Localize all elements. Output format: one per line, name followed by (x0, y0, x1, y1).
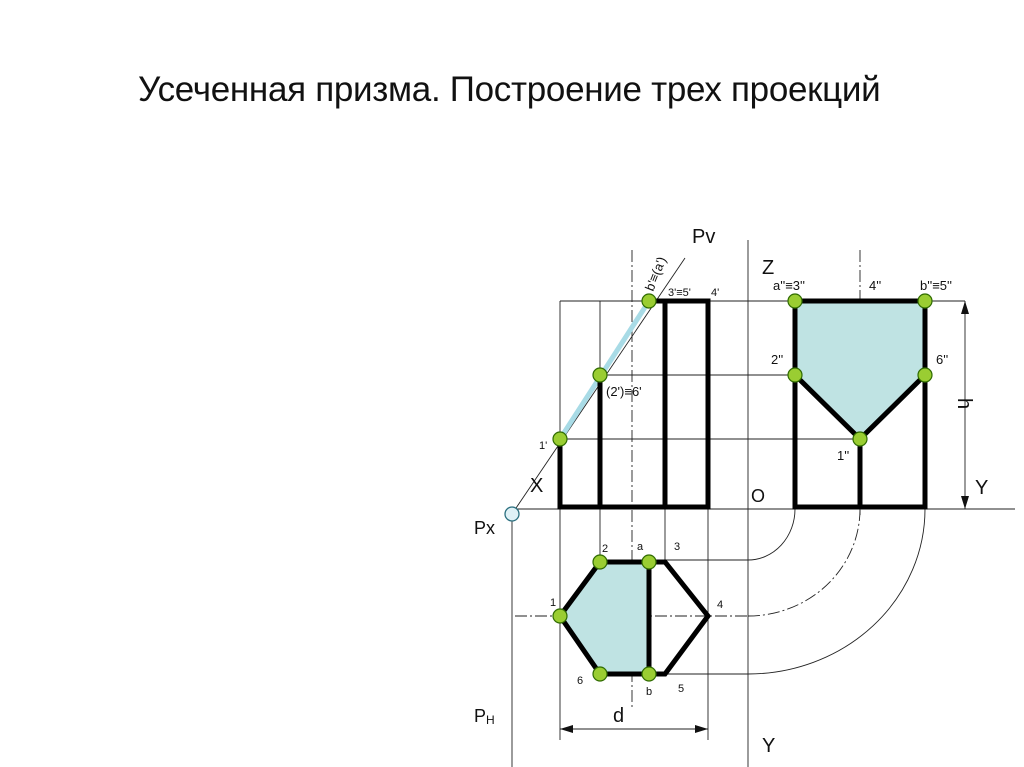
label-side-4: 4'' (869, 278, 881, 293)
label-top-4: 4 (717, 599, 723, 611)
label-top-3: 3 (674, 541, 680, 553)
dim-d-arrow-right (695, 725, 708, 733)
label-top-6: 6 (577, 675, 583, 687)
point-2-prime (592, 367, 608, 383)
dim-h-arrow-top (961, 301, 969, 314)
label-y-right: Y (975, 477, 988, 499)
label-top-2: 2 (602, 543, 608, 555)
point-1-side (852, 431, 868, 447)
side-view (792, 298, 928, 510)
transfer-arc-inner (747, 508, 796, 561)
label-front-2-6: (2')≡6' (606, 384, 642, 399)
transfer-arc-outer (747, 508, 926, 675)
slide-title: Усеченная призма. Построение трех проекц… (138, 70, 881, 109)
label-pv: Pv (692, 226, 715, 248)
point-2-top (592, 554, 608, 570)
label-front-3-5: 3'≡5' (668, 287, 691, 299)
label-side-1: 1'' (837, 448, 849, 463)
point-a-top (641, 554, 657, 570)
front-outline-left (557, 439, 708, 510)
label-side-6: 6'' (936, 352, 948, 367)
label-dim-h: h (953, 398, 975, 409)
point-b5-side (917, 293, 933, 309)
point-2-side (787, 367, 803, 383)
construction-points (552, 293, 933, 682)
point-b-top (641, 666, 657, 682)
label-top-a: a (637, 541, 644, 553)
point-6-top (592, 666, 608, 682)
label-front-1: 1' (539, 440, 547, 452)
diagram-labels: Pv Px PH X Z O Y Y d h b'≡(a') 3'≡5' 4' … (474, 226, 988, 757)
label-front-4: 4' (711, 287, 719, 299)
dim-d-arrow-left (560, 725, 573, 733)
front-right-prism (662, 298, 711, 510)
px-point (504, 506, 520, 522)
point-a3-side (787, 293, 803, 309)
label-side-2: 2'' (771, 352, 783, 367)
label-y-bottom: Y (762, 735, 775, 757)
top-view (556, 559, 712, 677)
label-ph: PH (474, 706, 495, 727)
label-px: Px (474, 518, 495, 538)
label-origin: O (751, 486, 765, 506)
label-top-5: 5 (678, 683, 684, 695)
label-z-axis: Z (762, 257, 774, 279)
top-cut-section (560, 562, 649, 674)
label-top-b: b (646, 686, 652, 698)
point-6-side (917, 367, 933, 383)
point-b-prime (641, 293, 657, 309)
front-view (557, 298, 711, 510)
label-side-b-5: b''≡5'' (920, 278, 952, 293)
label-top-1: 1 (550, 597, 556, 609)
side-cut-section (795, 301, 925, 439)
transfer-arc-center (747, 508, 861, 617)
point-1-prime (552, 431, 568, 447)
label-dim-d: d (613, 705, 624, 727)
label-side-a-3: a''≡3'' (773, 278, 805, 293)
label-x-axis: X (530, 475, 543, 497)
point-1-top (552, 608, 568, 624)
dim-h-arrow-bottom (961, 496, 969, 509)
